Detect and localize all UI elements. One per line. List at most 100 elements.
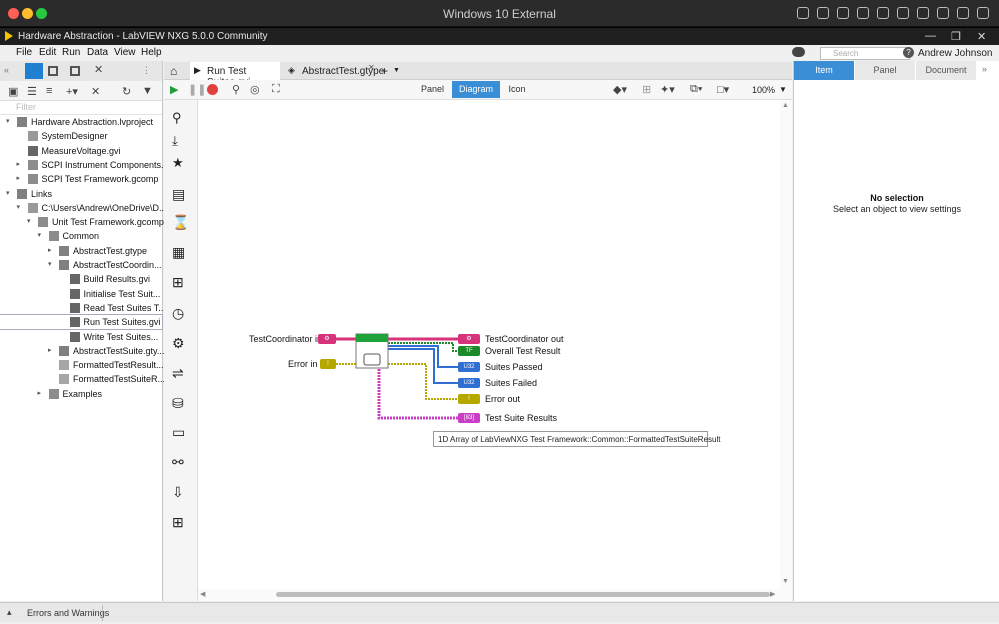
tree-item[interactable]: ▾Links: [0, 187, 162, 201]
tree-item[interactable]: ▾Common: [0, 229, 162, 243]
zoom-dropdown-icon[interactable]: ▼: [779, 85, 787, 94]
cleanup-icon[interactable]: ⊞: [642, 84, 652, 96]
expand-arrow-icon[interactable]: ▸: [16, 175, 21, 183]
wire-suites-passed[interactable]: [388, 345, 458, 368]
expand-arrow-icon[interactable]: ▸: [48, 346, 52, 354]
save-icon[interactable]: ▣: [8, 86, 19, 98]
hardware-tab-icon[interactable]: [48, 66, 58, 76]
feedback-icon[interactable]: [792, 47, 805, 57]
probe-icon[interactable]: ⚲: [232, 84, 241, 96]
expand-arrow-icon[interactable]: ▸: [37, 389, 42, 397]
delete-icon[interactable]: ✕: [91, 86, 101, 98]
screenshot-icon[interactable]: ⛶: [272, 83, 280, 95]
tab-panel-config[interactable]: Panel: [855, 61, 915, 80]
expand-arrow-icon[interactable]: ▸: [48, 246, 52, 254]
horizontal-scroll-thumb[interactable]: [276, 592, 770, 597]
menu-help[interactable]: Help: [141, 47, 162, 58]
horizontal-scrollbar[interactable]: ◀ ▶: [198, 589, 780, 601]
tree-item[interactable]: ▾Hardware Abstraction.lvproject: [0, 115, 162, 129]
lock-icon[interactable]: [877, 7, 889, 19]
tree-item[interactable]: SystemDesigner: [0, 129, 162, 143]
collapse-arrow-icon[interactable]: ▾: [16, 203, 21, 211]
record-icon[interactable]: [817, 7, 829, 19]
share-icon[interactable]: [957, 7, 969, 19]
filter-input[interactable]: Filter: [16, 102, 36, 112]
filter-icon[interactable]: ▼: [142, 85, 153, 97]
minimize-icon[interactable]: —: [925, 30, 936, 42]
tree-item[interactable]: ▸AbstractTest.gtype: [0, 244, 162, 258]
tab-run-test-suites[interactable]: ▶ Run Test Suites.gvi: [190, 62, 280, 88]
terminal-suites-passed[interactable]: U32: [458, 362, 480, 372]
palette-download-icon[interactable]: ⤓: [172, 133, 178, 148]
add-icon[interactable]: +▾: [66, 86, 78, 98]
palette-timing-icon[interactable]: ⌛: [172, 214, 190, 230]
usb-icon[interactable]: [837, 7, 849, 19]
block-diagram[interactable]: TestCoordinator in ⚙ Error in ! ⚙ TestCo…: [198, 100, 792, 601]
palette-numeric-icon[interactable]: ⊞: [172, 274, 184, 290]
scroll-down-icon[interactable]: ▼: [782, 578, 789, 585]
close-tab-icon[interactable]: ✕: [368, 63, 375, 72]
tab-item[interactable]: Item: [794, 61, 854, 80]
layers-icon[interactable]: ◆▾: [613, 84, 627, 96]
minimize-window-button[interactable]: [22, 8, 33, 19]
palette-connectivity-icon[interactable]: ⚯: [172, 454, 184, 470]
terminal-error-in[interactable]: !: [320, 359, 336, 369]
palette-import-icon[interactable]: ⇩: [172, 484, 184, 500]
expand-arrow-icon[interactable]: ▸: [16, 160, 21, 168]
terminal-suites-failed[interactable]: U32: [458, 378, 480, 388]
tree-item[interactable]: ▸SCPI Test Framework.gcomp: [0, 172, 162, 186]
wire-error-out[interactable]: [388, 363, 458, 400]
align-icon[interactable]: ⧉▾: [690, 83, 703, 95]
collapse-arrow-icon[interactable]: ▾: [6, 189, 10, 197]
list-view-icon[interactable]: ☰: [27, 86, 37, 98]
tree-item[interactable]: Write Test Suites...: [0, 330, 162, 344]
wire-suites-failed[interactable]: [388, 348, 458, 384]
pane-menu-icon[interactable]: ⋮: [142, 65, 151, 75]
terminal-coordinator-in[interactable]: ⚙: [318, 334, 336, 344]
scroll-left-icon[interactable]: ◀: [200, 591, 206, 598]
tree-item[interactable]: Read Test Suites T...: [0, 301, 166, 315]
terminal-coordinator-out[interactable]: ⚙: [458, 334, 480, 344]
list-icon[interactable]: ≡: [46, 85, 53, 97]
collapse-arrow-icon[interactable]: ▾: [37, 232, 42, 240]
tab-panel[interactable]: Panel: [420, 84, 445, 94]
palette-gears-icon[interactable]: ⚙: [172, 335, 185, 351]
collapse-pane-icon[interactable]: «: [4, 65, 10, 75]
fullscreen-icon[interactable]: [977, 7, 989, 19]
abort-icon[interactable]: [207, 84, 218, 95]
close-icon[interactable]: ✕: [977, 31, 987, 43]
zoom-window-button[interactable]: [36, 8, 47, 19]
terminal-overall-result[interactable]: TF: [458, 346, 480, 356]
new-tab-icon[interactable]: +: [381, 64, 389, 78]
tree-item[interactable]: ▸AbstractTestSuite.gty...: [0, 344, 164, 358]
zoom-level[interactable]: 100%: [752, 85, 776, 95]
highlight-execution-icon[interactable]: ◎: [250, 84, 260, 96]
filter-field[interactable]: Filter: [0, 101, 162, 115]
menu-file[interactable]: File: [16, 47, 33, 58]
palette-file-io-icon[interactable]: ▤: [172, 186, 186, 202]
volume-icon[interactable]: [897, 7, 909, 19]
tab-icon[interactable]: Icon: [508, 84, 526, 94]
files-tab-icon[interactable]: [25, 63, 43, 79]
palette-strings-icon[interactable]: ▭: [172, 424, 186, 440]
sparkle-icon[interactable]: ✦▾: [660, 84, 675, 96]
tree-item[interactable]: Build Results.gvi: [0, 272, 162, 286]
tree-item[interactable]: ▸SCPI Instrument Components....: [0, 158, 171, 172]
camera-icon[interactable]: [937, 7, 949, 19]
palette-search-icon[interactable]: ⚲: [172, 110, 182, 125]
terminal-test-suite-results[interactable]: [83]: [458, 413, 480, 423]
palette-comparison-icon[interactable]: ⇌: [172, 365, 184, 381]
refresh-icon[interactable]: ↻: [122, 86, 132, 98]
tree-item[interactable]: MeasureVoltage.gvi: [0, 144, 162, 158]
pause-icon[interactable]: ❚❚: [188, 84, 207, 96]
settings-icon[interactable]: [857, 7, 869, 19]
tree-item[interactable]: ▾Unit Test Framework.gcomp: [0, 215, 164, 229]
vertical-scrollbar[interactable]: ▲ ▼: [780, 100, 792, 601]
wire-overall-result[interactable]: [388, 342, 458, 352]
search-input[interactable]: Search: [820, 47, 910, 60]
menu-run[interactable]: Run: [62, 47, 81, 58]
palette-structures-icon[interactable]: ▦: [172, 244, 186, 260]
keyboard-icon[interactable]: [797, 7, 809, 19]
tab-abstract-test[interactable]: ◈ AbstractTest.gtype ✕: [282, 62, 384, 80]
menu-data[interactable]: Data: [87, 47, 109, 58]
